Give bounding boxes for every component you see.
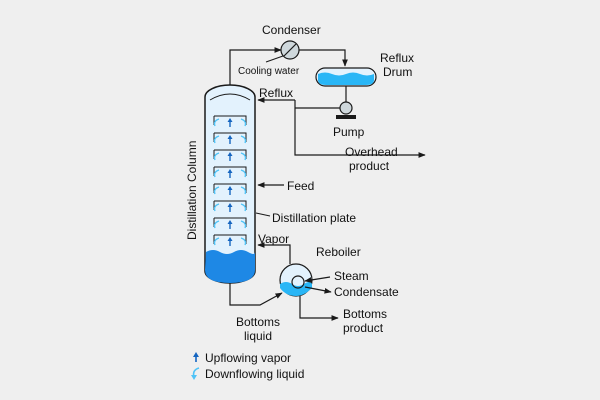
- bottoms-product-label-line1: Bottoms: [343, 307, 387, 321]
- overhead-product-label-line1: Overhead: [345, 145, 398, 159]
- downflowing-liquid-arrow: [213, 135, 220, 144]
- reboiler-vapor-return: [257, 242, 291, 264]
- distillation-plate: [213, 132, 247, 144]
- overhead-vapor-line: [229, 47, 348, 85]
- downflowing-liquid-arrow: [213, 169, 220, 178]
- downflowing-liquid-arrow: [213, 186, 220, 195]
- upflowing-vapor-arrowhead: [227, 118, 233, 122]
- pump-icon: [336, 101, 356, 119]
- upflowing-vapor-arrowhead: [227, 186, 233, 190]
- reboiler-label: Reboiler: [316, 245, 361, 259]
- vapor-label: Vapor: [258, 232, 289, 246]
- downflowing-liquid-arrow: [240, 186, 247, 195]
- bottoms-liquid-label-line2: liquid: [244, 329, 272, 343]
- downflowing-liquid-arrow: [240, 152, 247, 161]
- overhead-product-label-line2: product: [349, 159, 390, 173]
- cooling-water-label: Cooling water: [238, 66, 300, 77]
- steam-label: Steam: [334, 269, 369, 283]
- condenser-icon: [280, 40, 300, 60]
- steam-line: [304, 276, 331, 283]
- distillation-plate-label: Distillation plate: [272, 211, 356, 225]
- reflux-line: [257, 97, 340, 109]
- feed-label: Feed: [287, 179, 314, 193]
- distillation-plates: [213, 115, 247, 246]
- upflowing-vapor-arrowhead: [227, 203, 233, 207]
- reflux-drum-label-line2: Drum: [383, 65, 412, 79]
- upflowing-vapor-arrowhead: [227, 237, 233, 241]
- upflowing-vapor-arrowhead: [227, 220, 233, 224]
- distillation-plate: [213, 200, 247, 212]
- bottoms-liquid-label-line1: Bottoms: [236, 315, 280, 329]
- cooling-water-line: [265, 55, 284, 63]
- distillation-plate: [213, 217, 247, 229]
- upflowing-vapor-arrowhead: [227, 169, 233, 173]
- downflowing-liquid-arrow: [240, 203, 247, 212]
- pump-label: Pump: [333, 125, 365, 139]
- downflowing-liquid-arrow: [240, 220, 247, 229]
- upflowing-vapor-arrowhead: [227, 135, 233, 139]
- downflowing-liquid-arrow: [213, 220, 220, 229]
- downflowing-liquid-arrow: [213, 237, 220, 246]
- distillation-plate: [213, 115, 247, 127]
- distillation-plate: [213, 166, 247, 178]
- bottoms-product-line: [299, 296, 339, 321]
- distillation-plate: [213, 183, 247, 195]
- distillation-plate-pointer: [255, 212, 271, 217]
- downflowing-liquid-legend-icon: [191, 367, 200, 380]
- distillation-plate: [213, 149, 247, 161]
- downflowing-liquid-arrow: [240, 237, 247, 246]
- distillation-plate: [213, 234, 247, 246]
- condensate-line: [304, 286, 332, 294]
- legend-upflowing-label: Upflowing vapor: [205, 351, 291, 365]
- downflowing-liquid-arrow: [240, 118, 247, 127]
- overhead-product-line: [294, 108, 426, 158]
- downflowing-liquid-arrow: [213, 118, 220, 127]
- column-top-dome: [209, 93, 251, 101]
- column-to-reboiler-line: [229, 283, 283, 306]
- downflowing-liquid-arrow: [240, 169, 247, 178]
- legend-downflowing-label: Downflowing liquid: [205, 367, 304, 381]
- downflowing-liquid-arrow: [240, 135, 247, 144]
- distillation-column-label: Distillation Column: [185, 141, 199, 240]
- reflux-drum-icon: [315, 67, 377, 87]
- reflux-label: Reflux: [259, 86, 293, 100]
- bottoms-product-label-line2: product: [343, 321, 384, 335]
- reflux-drum-label-line1: Reflux: [380, 51, 414, 65]
- upflowing-vapor-legend-icon: [193, 352, 199, 362]
- reboiler-icon: [279, 263, 313, 297]
- upflowing-vapor-arrowhead: [227, 152, 233, 156]
- legend: Upflowing vapor Downflowing liquid: [191, 351, 304, 381]
- downflowing-liquid-arrow: [213, 152, 220, 161]
- condensate-label: Condensate: [334, 285, 399, 299]
- condenser-label: Condenser: [262, 23, 321, 37]
- downflowing-liquid-arrow: [213, 203, 220, 212]
- column-bottom-liquid: [205, 250, 255, 283]
